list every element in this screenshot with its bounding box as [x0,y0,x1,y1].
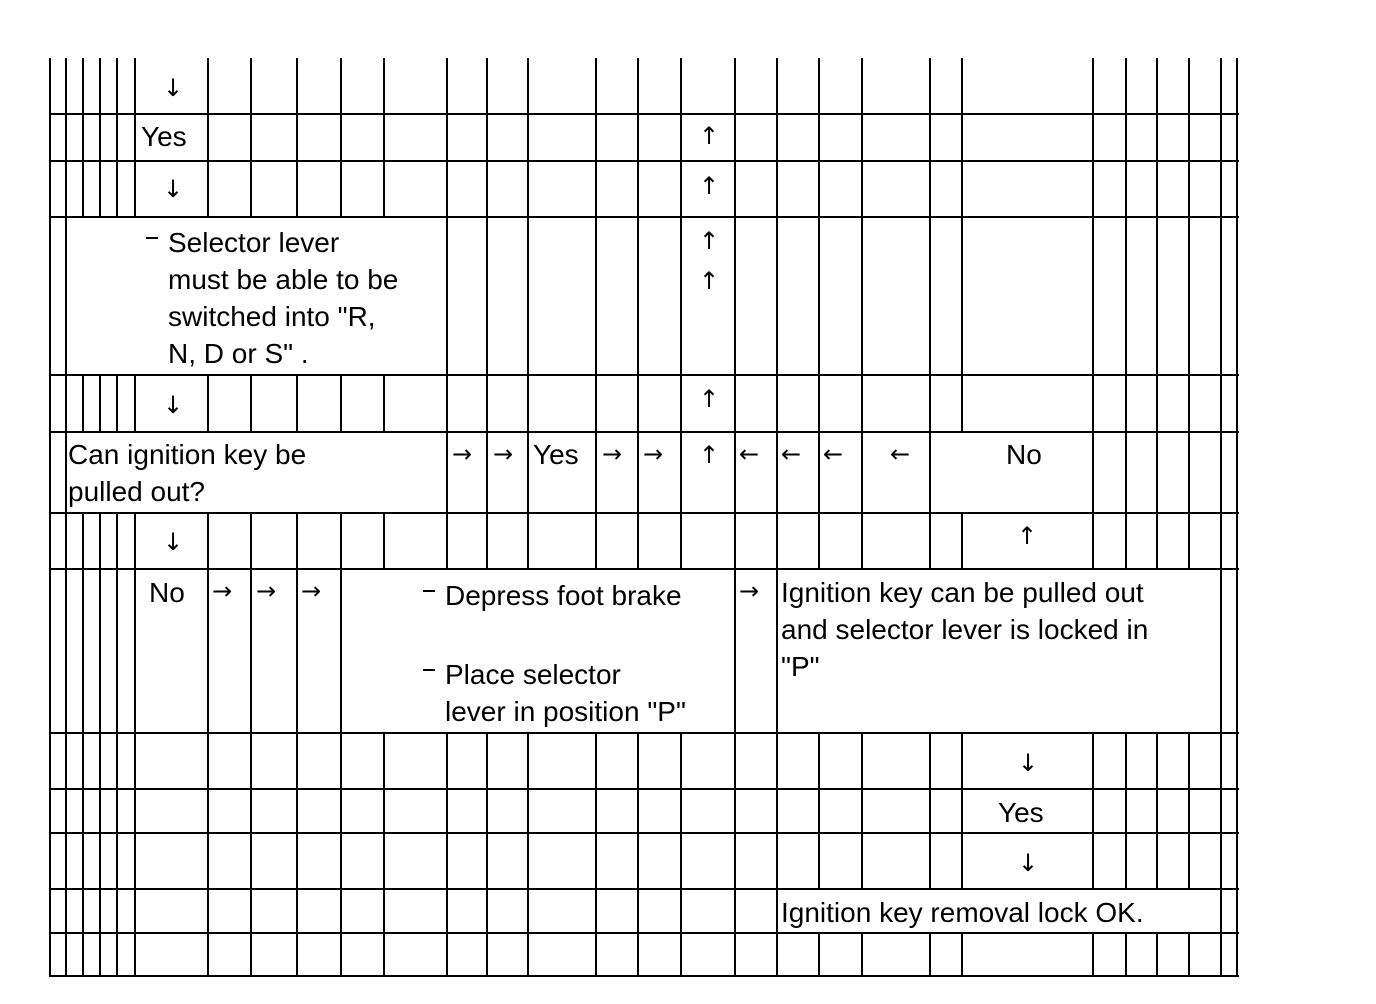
up-arrow-icon: ↑ [1017,522,1038,550]
grid-line [861,58,863,977]
selector-check-text: N, D or S" . [168,338,309,369]
merged-cell [342,570,734,732]
action-text: Depress foot brake [445,580,682,611]
left-arrow-icon: ← [781,440,802,468]
grid-line [49,431,1239,433]
up-arrow-icon: ↑ [699,385,720,413]
grid-line [929,58,931,977]
merged-cell [67,433,446,512]
left-arrow-icon: ← [890,440,911,468]
right-arrow-icon: → [739,577,760,605]
grid-line [734,58,736,977]
yes-label: Yes [998,797,1044,828]
down-arrow-icon: ↓ [163,74,184,102]
merged-cell [67,218,446,374]
merged-cell [778,890,1220,932]
key-question-text: Can ignition key be [68,439,307,470]
grid-line [49,512,1239,514]
action-text: lever in position "P" [445,696,686,727]
right-arrow-icon: → [493,440,514,468]
grid-line [1092,58,1094,977]
key-question-text: pulled out? [68,476,206,507]
grid-line [1236,58,1238,977]
grid-line [49,732,1239,734]
merged-cell [778,570,1220,732]
grid-line [49,832,1239,834]
grid-line [446,58,448,977]
no-label: No [149,577,185,608]
grid-line [961,58,963,977]
grid-line [49,932,1239,934]
grid-line [1156,58,1158,977]
down-arrow-icon: ↓ [163,391,184,419]
grid-line [1125,58,1127,977]
grid-line [49,788,1239,790]
grid-line [49,58,51,977]
grid-line [116,58,118,977]
result-text: Ignition key can be pulled out [781,577,1144,608]
up-arrow-icon: ↑ [699,441,720,469]
up-arrow-icon: ↑ [699,267,720,295]
down-arrow-icon: ↓ [163,175,184,203]
grid-line [250,58,252,977]
grid-line [49,568,1239,570]
grid-line [776,58,778,977]
grid-line [383,58,385,977]
grid-line [637,58,639,977]
left-arrow-icon: ← [823,440,844,468]
right-arrow-icon: → [256,577,277,605]
right-arrow-icon: → [643,440,664,468]
grid-line [207,58,209,977]
grid-line [527,58,529,977]
grid-line [49,975,1239,977]
final-result-text: Ignition key removal lock OK. [781,897,1144,928]
selector-check-text: switched into "R, [168,301,376,332]
up-arrow-icon: ↑ [699,172,720,200]
grid-line [49,374,1239,376]
grid-line [49,113,1239,115]
grid-line [49,216,1239,218]
up-arrow-icon: ↑ [699,122,720,150]
yes-label: Yes [141,121,187,152]
grid-line [680,58,682,977]
down-arrow-icon: ↓ [1018,749,1039,777]
no-label: No [1006,439,1042,470]
grid-line [65,58,67,977]
down-arrow-icon: ↓ [163,528,184,556]
grid-line [82,58,84,977]
selector-check-text: must be able to be [168,264,399,295]
grid-line [1188,58,1190,977]
grid-line [296,58,298,977]
bullet-dash [146,237,158,239]
right-arrow-icon: → [301,577,322,605]
grid-line [818,58,820,977]
right-arrow-icon: → [602,440,623,468]
grid-line [1220,58,1222,977]
grid-line [134,58,136,977]
grid-line [595,58,597,977]
grid-line [340,58,342,977]
grid-line [99,58,101,977]
bullet-dash [423,669,435,671]
left-arrow-icon: ← [739,440,760,468]
up-arrow-icon: ↑ [699,227,720,255]
right-arrow-icon: → [212,577,233,605]
merged-cell [136,570,207,732]
grid-line [49,888,1239,890]
grid-line [486,58,488,977]
result-text: and selector lever is locked in [781,614,1149,645]
merged-cell [961,433,1092,512]
action-text: Place selector [445,659,621,690]
right-arrow-icon: → [452,440,473,468]
bullet-dash [423,590,435,592]
yes-label: Yes [533,439,579,470]
result-text: "P" [781,651,820,682]
down-arrow-icon: ↓ [1018,849,1039,877]
selector-check-text: Selector lever [168,227,340,258]
grid-line [49,160,1239,162]
